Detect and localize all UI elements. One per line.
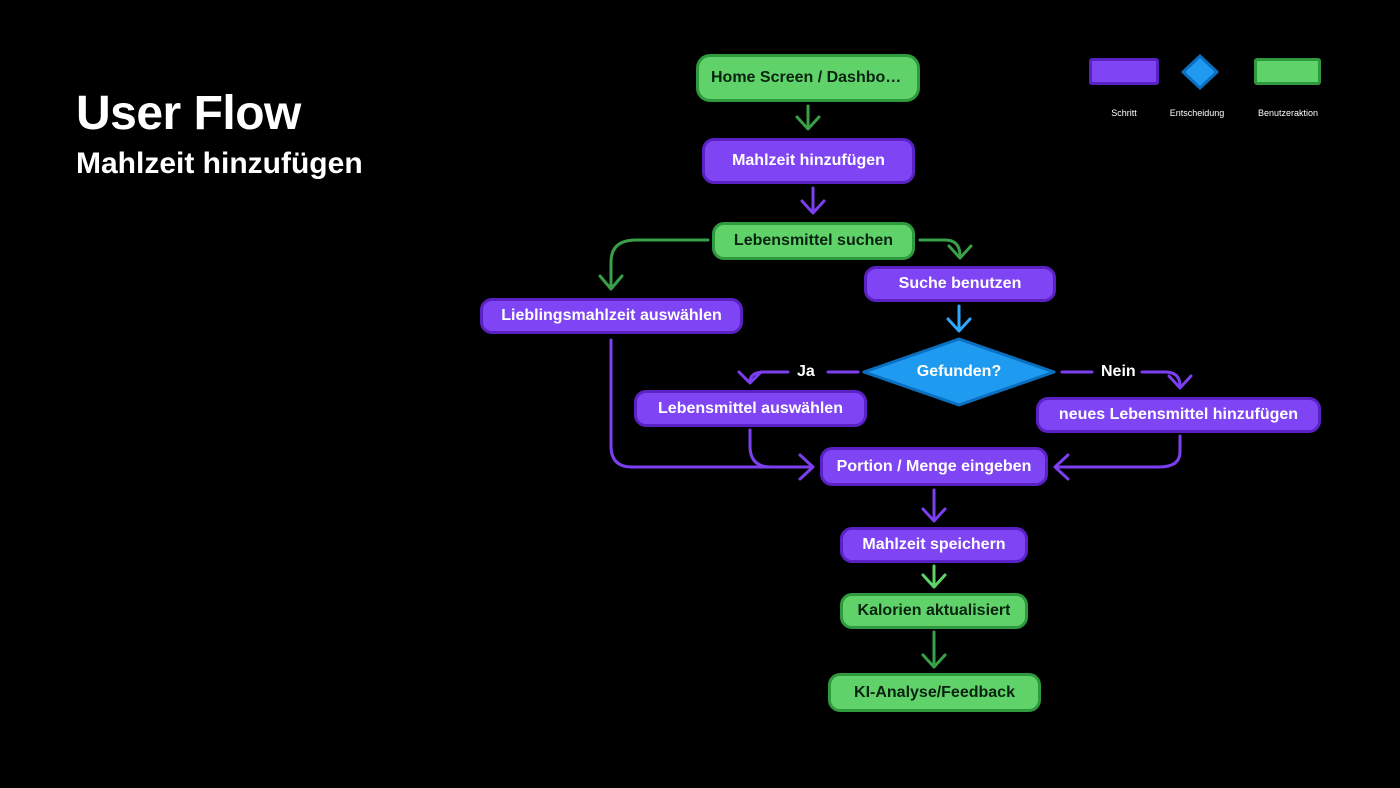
edge-favorite-to-portion: [609, 338, 815, 481]
edge-portion-to-save: [921, 488, 947, 523]
edge-home-to-add-meal: [795, 104, 821, 131]
node-use-search: Suche benutzen: [864, 266, 1056, 302]
legend-decision-shape: [1181, 54, 1219, 90]
node-home-screen: Home Screen / Dashboard: [696, 54, 920, 102]
node-favorite-meal: Lieblingsmahlzeit auswählen: [480, 298, 743, 334]
edge-calories-to-ai: [921, 630, 947, 669]
edge-save-to-calories: [921, 564, 947, 589]
legend-action-label: Benutzeraktion: [1257, 108, 1319, 118]
edge-add-meal-to-search: [800, 186, 826, 215]
edge-use-search-to-found: [946, 304, 972, 333]
legend-step-shape: [1089, 58, 1159, 85]
edge-label-no: Nein: [1097, 363, 1140, 381]
node-search-food: Lebensmittel suchen: [712, 222, 915, 260]
edge-search-to-use-search: [918, 238, 973, 260]
node-add-meal: Mahlzeit hinzufügen: [702, 138, 915, 184]
edge-found-to-select: [737, 370, 860, 385]
edge-select-to-portion: [748, 428, 773, 469]
node-new-food: neues Lebensmittel hinzufügen: [1036, 397, 1321, 433]
node-found-label: Gefunden?: [916, 363, 1002, 380]
legend-decision-label: Entscheidung: [1169, 108, 1225, 118]
edge-new-food-to-portion: [1053, 434, 1182, 481]
edge-found-to-new-food: [1060, 370, 1193, 390]
node-ai-feedback: KI-Analyse/Feedback: [828, 673, 1041, 712]
edge-label-yes: Ja: [793, 363, 819, 381]
page-title: User Flow: [76, 87, 301, 140]
legend-action-shape: [1254, 58, 1321, 85]
node-select-food: Lebensmittel auswählen: [634, 390, 867, 427]
decision-diamond: [862, 337, 1056, 407]
node-save-meal: Mahlzeit speichern: [840, 527, 1028, 563]
edge-search-to-favorite: [598, 238, 710, 291]
node-calories-updated: Kalorien aktualisiert: [840, 593, 1028, 629]
page-subtitle: Mahlzeit hinzufügen: [76, 147, 363, 180]
node-portion: Portion / Menge eingeben: [820, 447, 1048, 486]
legend-step-label: Schritt: [1111, 108, 1137, 118]
